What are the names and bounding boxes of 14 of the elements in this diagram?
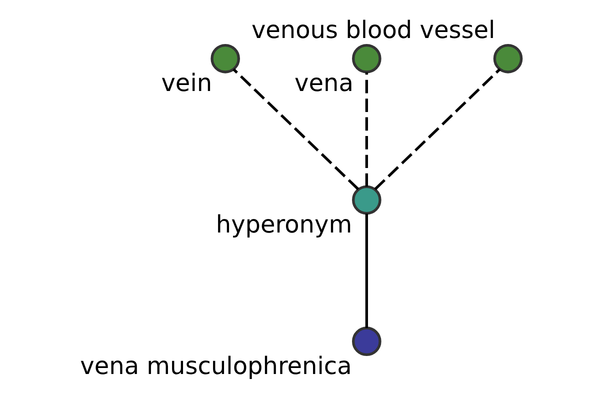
- node-circle: [352, 185, 382, 215]
- node-label: vena: [294, 69, 354, 98]
- node-label: vena musculophrenica: [80, 352, 352, 380]
- node-label: hyperonym: [216, 210, 352, 239]
- connector: [365, 214, 368, 328]
- node-label: venous blood vessel: [251, 16, 496, 44]
- node-circle: [210, 44, 240, 74]
- connector: [365, 72, 368, 187]
- node-label: vein: [161, 69, 212, 98]
- connector: [232, 68, 360, 190]
- node-circle: [493, 44, 523, 74]
- node-circle: [352, 44, 382, 74]
- connector: [374, 68, 501, 190]
- node-circle: [352, 326, 382, 356]
